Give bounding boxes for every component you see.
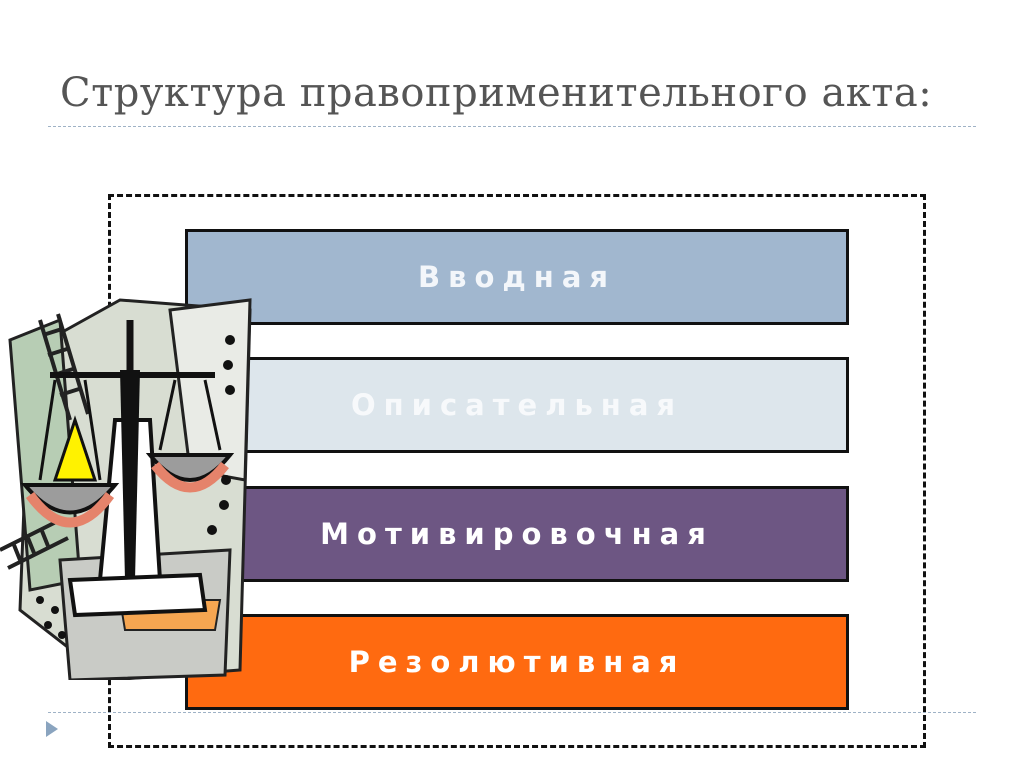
block-label: Резолютивная — [348, 645, 686, 679]
title-divider — [48, 126, 976, 127]
block-vvodnaya: Вводная — [185, 229, 849, 325]
slide-title: Структура правоприменительного акта: — [60, 70, 933, 116]
block-opisatelnaya: Описательная — [185, 357, 849, 453]
scales-of-justice-icon — [0, 298, 252, 680]
block-rezolyutivnaya: Резолютивная — [185, 614, 849, 710]
block-motivirovochnaya: Мотивировочная — [185, 486, 849, 582]
play-arrow-icon — [46, 721, 58, 737]
block-label: Описательная — [350, 388, 684, 422]
footer-divider — [48, 712, 976, 713]
block-label: Мотивировочная — [320, 517, 714, 551]
block-label: Вводная — [417, 260, 617, 294]
